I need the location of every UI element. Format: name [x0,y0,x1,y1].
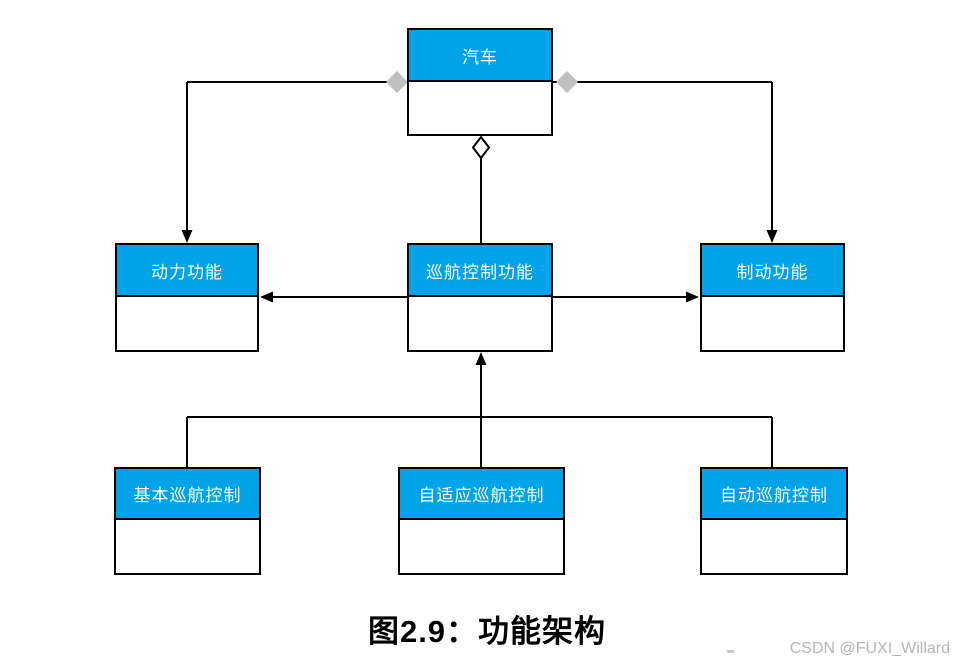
arrowhead-down-icon [181,230,193,243]
box-cruise-control-function: 巡航控制功能 [407,243,553,352]
hollow-diamond-icon [471,135,491,160]
arrowhead-down-icon [766,230,778,243]
box-basic-cruise-control-label: 基本巡航控制 [133,486,242,505]
filled-diamond-right-icon [556,71,578,93]
box-car-label: 汽车 [462,47,498,67]
arrowhead-right-icon [686,291,699,303]
small-gray-mark [727,650,734,653]
box-car: 汽车 [407,28,553,136]
box-power-function-label: 动力功能 [151,262,223,282]
box-cruise-control-function-body [409,297,551,350]
box-brake-function: 制动功能 [700,243,845,352]
box-adaptive-cruise-control-label: 自适应巡航控制 [418,486,545,505]
box-auto-cruise-control-header: 自动巡航控制 [702,469,846,520]
box-basic-cruise-control-body [116,520,259,573]
box-adaptive-cruise-control-header: 自适应巡航控制 [400,469,563,520]
box-power-function-header: 动力功能 [117,245,257,297]
box-brake-function-label: 制动功能 [736,262,809,282]
box-auto-cruise-control-body [702,520,846,573]
figure-caption: 图2.9：功能架构 [367,614,607,649]
box-power-function-body [117,297,257,350]
filled-diamond-left-icon [386,71,408,93]
box-auto-cruise-control-label: 自动巡航控制 [720,486,828,505]
box-power-function: 动力功能 [115,243,259,352]
box-basic-cruise-control-header: 基本巡航控制 [116,469,259,520]
box-car-body [409,82,551,134]
arrowhead-left-icon [260,291,273,303]
box-cruise-control-function-header: 巡航控制功能 [409,245,551,297]
box-adaptive-cruise-control-body [400,520,563,573]
box-auto-cruise-control: 自动巡航控制 [700,467,848,575]
box-cruise-control-function-label: 巡航控制功能 [426,262,534,282]
box-car-header: 汽车 [409,30,551,82]
arrowhead-up-icon [475,352,487,365]
box-brake-function-body [702,297,843,350]
box-adaptive-cruise-control: 自适应巡航控制 [398,467,565,575]
box-basic-cruise-control: 基本巡航控制 [114,467,261,575]
box-brake-function-header: 制动功能 [702,245,843,297]
csdn-watermark: CSDN @FUXI_Willard [789,640,950,657]
